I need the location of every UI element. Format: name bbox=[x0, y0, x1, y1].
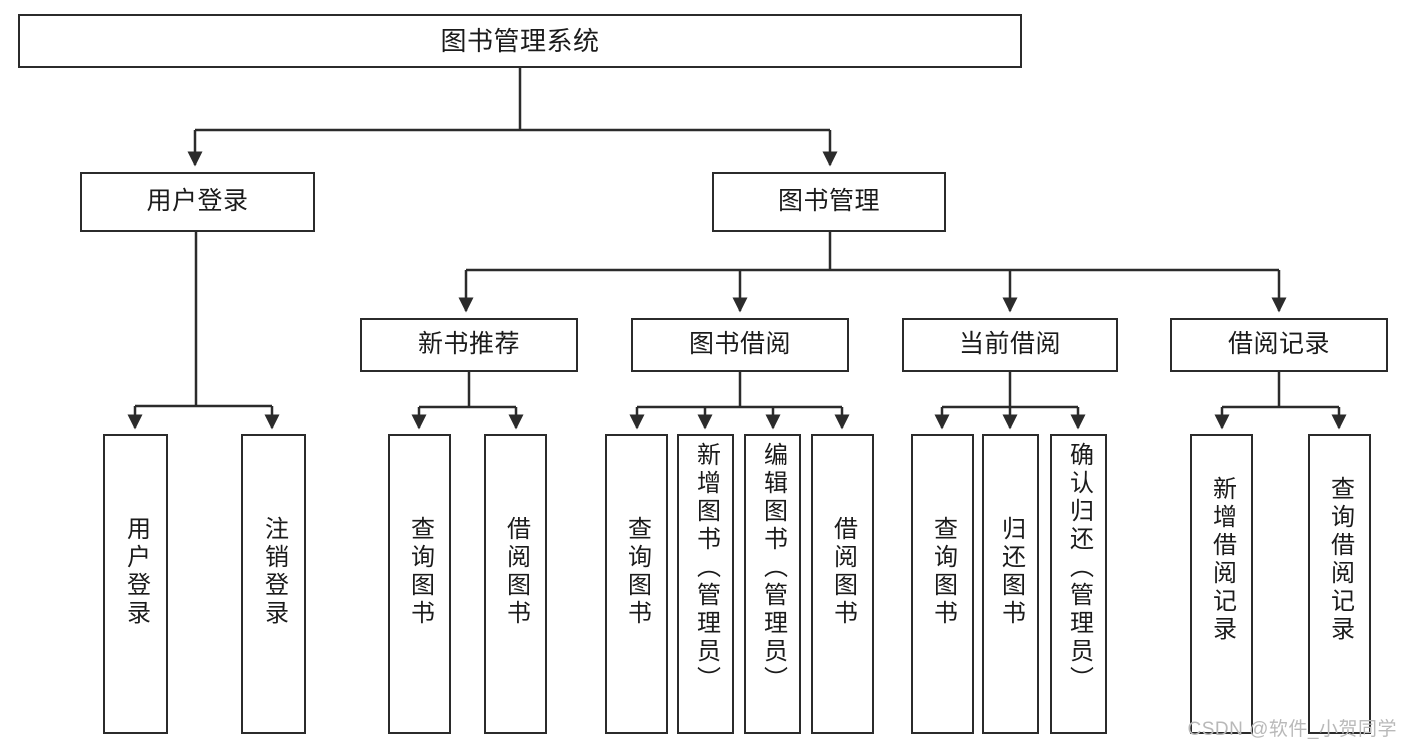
node-label: 查询图书 bbox=[623, 516, 651, 628]
leaf-user-login[interactable]: 用户登录 bbox=[103, 434, 168, 734]
node-book-management[interactable]: 图书管理 bbox=[712, 172, 946, 232]
node-label: 新书推荐 bbox=[417, 330, 520, 359]
node-label: 注销登录 bbox=[260, 516, 288, 628]
leaf-query-book-recommend[interactable]: 查询图书 bbox=[388, 434, 451, 734]
leaf-borrow-book-recommend[interactable]: 借阅图书 bbox=[484, 434, 547, 734]
node-label: 用户登录 bbox=[122, 516, 150, 628]
node-label: 用户登录 bbox=[146, 187, 249, 216]
node-label: 编辑图书（管理员） bbox=[759, 442, 787, 694]
node-label: 新增借阅记录 bbox=[1208, 476, 1236, 644]
node-label: 借阅图书 bbox=[829, 516, 857, 628]
leaf-edit-book-admin[interactable]: 编辑图书（管理员） bbox=[744, 434, 801, 734]
node-user-login[interactable]: 用户登录 bbox=[80, 172, 315, 232]
leaf-logout[interactable]: 注销登录 bbox=[241, 434, 306, 734]
leaf-return-book[interactable]: 归还图书 bbox=[982, 434, 1039, 734]
node-label: 图书借阅 bbox=[688, 330, 791, 359]
node-book-borrow[interactable]: 图书借阅 bbox=[631, 318, 849, 372]
leaf-add-borrow-record[interactable]: 新增借阅记录 bbox=[1190, 434, 1253, 734]
leaf-query-book-borrow[interactable]: 查询图书 bbox=[605, 434, 668, 734]
node-label: 借阅记录 bbox=[1227, 330, 1330, 359]
node-label: 借阅图书 bbox=[502, 516, 530, 628]
node-label: 图书管理 bbox=[777, 187, 880, 216]
leaf-add-book-admin[interactable]: 新增图书（管理员） bbox=[677, 434, 734, 734]
node-label: 图书管理系统 bbox=[440, 25, 600, 56]
node-new-book-recommend[interactable]: 新书推荐 bbox=[360, 318, 578, 372]
node-label: 查询借阅记录 bbox=[1326, 476, 1354, 644]
node-label: 新增图书（管理员） bbox=[692, 442, 720, 694]
node-label: 当前借阅 bbox=[958, 330, 1061, 359]
node-label: 查询图书 bbox=[929, 516, 957, 628]
node-root-system[interactable]: 图书管理系统 bbox=[18, 14, 1022, 68]
leaf-borrow-book[interactable]: 借阅图书 bbox=[811, 434, 874, 734]
csdn-watermark: CSDN @软件_小贺同学 bbox=[1187, 719, 1397, 740]
node-current-borrow[interactable]: 当前借阅 bbox=[902, 318, 1118, 372]
node-label: 确认归还（管理员） bbox=[1065, 442, 1093, 694]
leaf-query-borrow-record[interactable]: 查询借阅记录 bbox=[1308, 434, 1371, 734]
node-label: 归还图书 bbox=[997, 516, 1025, 628]
leaf-query-book-current[interactable]: 查询图书 bbox=[911, 434, 974, 734]
leaf-confirm-return-admin[interactable]: 确认归还（管理员） bbox=[1050, 434, 1107, 734]
node-label: 查询图书 bbox=[406, 516, 434, 628]
node-borrow-record[interactable]: 借阅记录 bbox=[1170, 318, 1388, 372]
